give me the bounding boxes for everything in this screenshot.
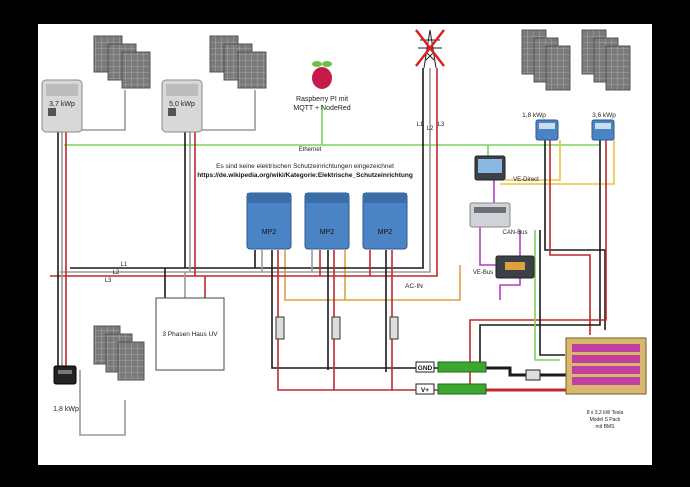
mp2-label-2: MP2	[320, 229, 335, 236]
vplus-label: V+	[421, 387, 429, 394]
fuse-icon	[275, 316, 399, 340]
color-control-icon	[474, 155, 506, 181]
phase-label-l3: L3	[105, 278, 112, 284]
multiplus-3: MP2	[362, 192, 408, 250]
pv-array-right-2	[581, 29, 631, 91]
micro-inverter-icon	[53, 365, 77, 385]
vplus-label-box	[415, 383, 435, 395]
mp2-label-3: MP2	[378, 229, 393, 236]
ve-direct-wire-2	[500, 140, 615, 185]
grid-inverter-left: 3,7 kWp	[41, 79, 83, 133]
pv-array-right-1	[521, 29, 571, 91]
house-distribution-box	[155, 297, 225, 371]
battery-label-3: mit BMS	[596, 424, 616, 430]
mp2-label-1: MP2	[262, 229, 277, 236]
pv-array-left	[93, 35, 151, 89]
pv-array-bottom	[93, 325, 145, 381]
ve-direct-label: VE-Direct	[513, 177, 539, 183]
raspberry-pi-icon	[312, 61, 332, 89]
micro-kwp-label: 1,8 kWp	[53, 406, 79, 413]
pv-array-mid	[209, 35, 267, 89]
inverter-mid-kwp-label: 5,0 kWp	[169, 101, 195, 108]
grid-label-l1: L1	[417, 122, 424, 128]
busbar-icon	[437, 361, 487, 395]
gnd-label: GND	[418, 365, 433, 372]
grid-wire-l1	[70, 68, 424, 269]
gnd-label-box	[415, 361, 435, 373]
warning-text: Es sind keine elektrischen Schutzeinrich…	[216, 163, 394, 170]
multiplus-1: MP2	[246, 192, 292, 250]
battery-label-2: Model S Pack	[590, 417, 621, 423]
wires	[50, 68, 615, 436]
cross-out-icon	[415, 29, 445, 67]
cerbo-gx-icon	[469, 202, 511, 228]
inverter-left-kwp-label: 3,7 kWp	[49, 101, 75, 108]
warning-link[interactable]: https://de.wikipedia.org/wiki/Kategorie:…	[197, 172, 413, 179]
battery-rack-icon	[565, 337, 647, 395]
raspberry-subtitle: MQTT + NodeRed	[293, 105, 350, 112]
grid-wire-l2	[60, 68, 431, 273]
ve-bus-label: VE-Bus	[473, 270, 493, 276]
can-bus-label: CAN-Bus	[502, 230, 527, 236]
ve-direct-wire	[505, 140, 561, 181]
raspberry-title: Raspberry PI mit	[296, 96, 348, 103]
multiplus-2: MP2	[304, 192, 350, 250]
ac-in-label: AC-IN	[405, 283, 423, 290]
shunt-icon	[525, 369, 541, 381]
grid-label-l3: L3	[438, 122, 445, 128]
phase-label-l1: L1	[121, 262, 128, 268]
house-distribution-label: 3 Phasen Haus UV	[162, 331, 218, 338]
mppt-controller-right	[591, 119, 615, 141]
mppt-controller-left	[535, 119, 559, 141]
grid-label-l2: L2	[427, 126, 434, 132]
battery-label-1: 8 x 3,3 kW Tesla	[587, 410, 624, 416]
grid-inverter-mid: 5,0 kWp	[161, 79, 203, 133]
phase-label-l2: L2	[113, 270, 120, 276]
ethernet-label: Ethernet	[299, 147, 322, 153]
bms-icon	[495, 255, 535, 279]
ac-out-wire	[284, 250, 461, 301]
mppt-right-kwp-label: 3,6 kWp	[592, 112, 616, 119]
grid-wire-l3	[50, 68, 438, 277]
mppt-left-kwp-label: 1,8 kWp	[522, 112, 546, 119]
